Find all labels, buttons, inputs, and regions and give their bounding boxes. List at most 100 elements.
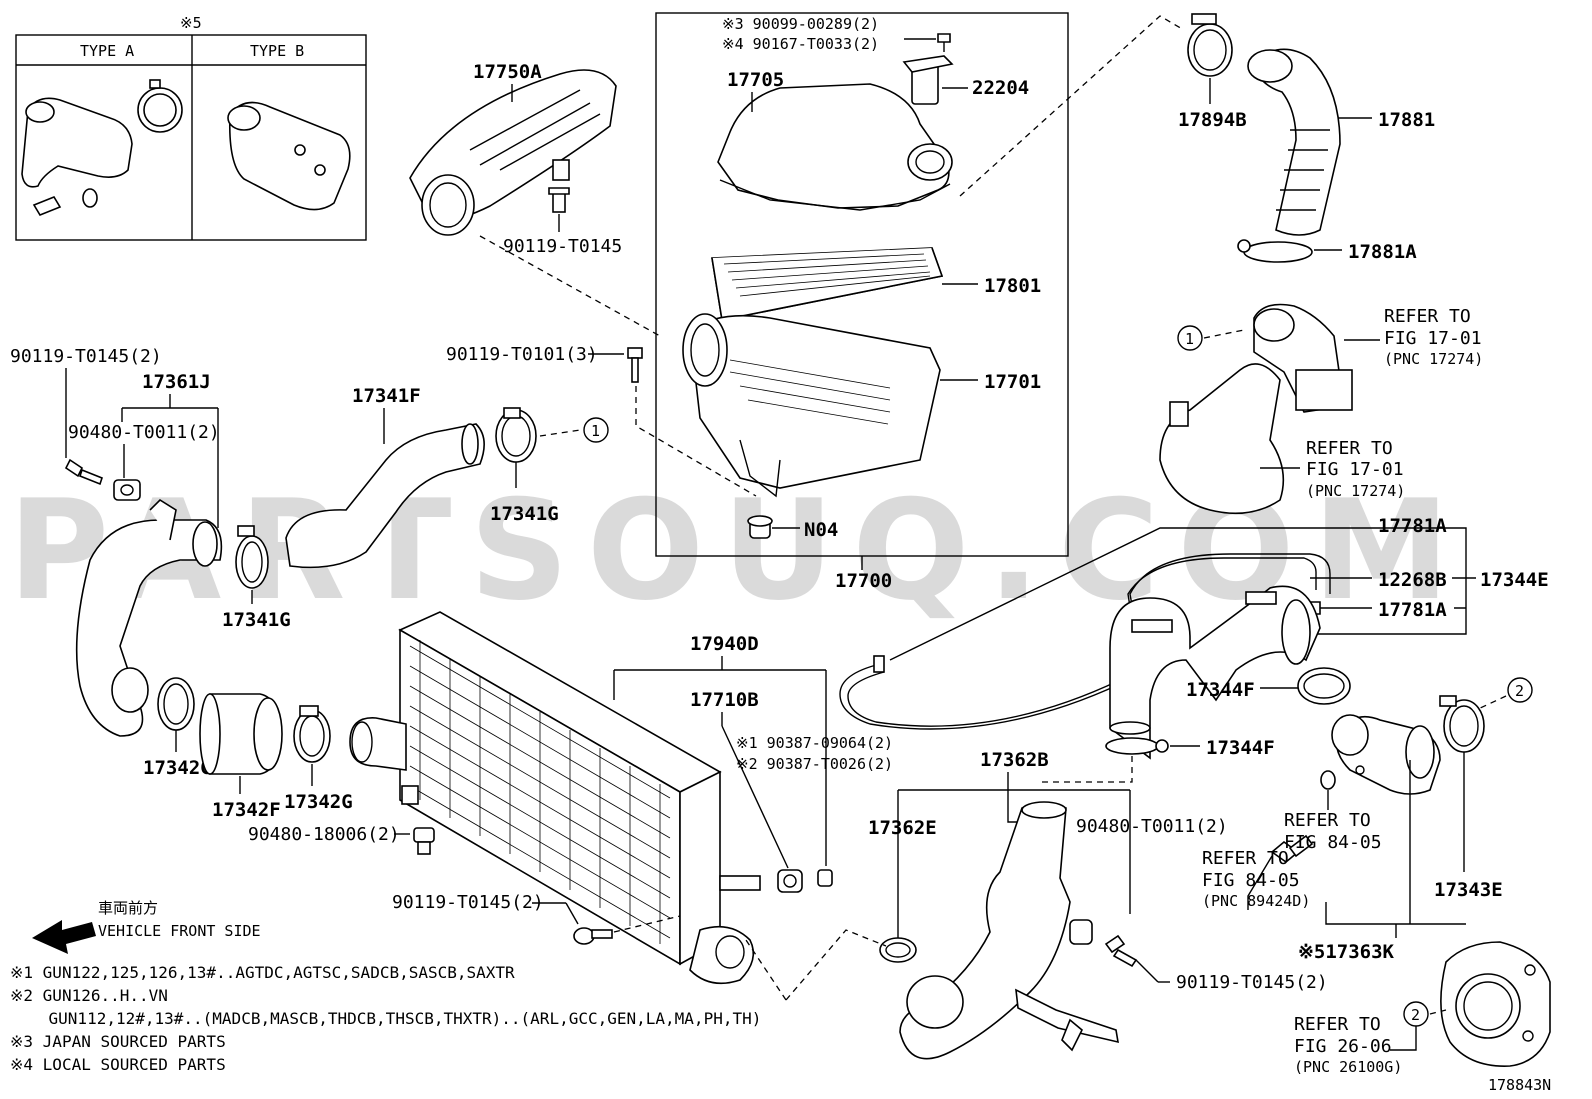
vehicle-front-arrow-icon [32, 920, 96, 954]
label-17781a-b: 17781A [1378, 599, 1447, 621]
callout-2-upper: 2 [1507, 677, 1533, 703]
type-b-throttle-elbow [227, 101, 351, 211]
throttle-elbow-lower [1159, 363, 1285, 515]
label-90119-t0145-top: 90119-T0145 [503, 236, 622, 257]
ref1-line2: FIG 17-01 [1384, 328, 1482, 349]
ref2-line3: (PNC 17274) [1306, 482, 1405, 500]
label-17342f: 17342F [212, 799, 281, 821]
mass-air-flow-sensor [902, 33, 954, 105]
label-17342g-b: 17342G [284, 791, 353, 813]
bolt-90119-t0145-mid [573, 927, 613, 945]
label-90119-t0101: 90119-T0101(3) [446, 344, 598, 365]
bolt-90119-t0145-left [64, 458, 103, 486]
label-17344f-a: 17344F [1186, 679, 1255, 701]
note-2-cont: GUN112,12#,13#..(MADCB,MASCB,THDCB,THSCB… [10, 1009, 761, 1028]
ref2-line2: FIG 17-01 [1306, 459, 1404, 480]
label-17700: 17700 [835, 570, 892, 592]
grommet-n04 [747, 515, 773, 539]
sensor-fig84-05 [1270, 834, 1314, 864]
ref1-line3: (PNC 17274) [1384, 350, 1483, 368]
label-17940d: 17940D [690, 633, 759, 655]
figure-id: 178843N [1488, 1076, 1551, 1094]
air-cleaner-case [682, 313, 941, 498]
ref5-line1: REFER TO [1294, 1014, 1381, 1035]
label-17881: 17881 [1378, 109, 1435, 131]
hose-clamp-17881a [1237, 239, 1313, 263]
hose-clamp-17894b [1187, 13, 1233, 77]
label-17801: 17801 [984, 275, 1041, 297]
ref3-line1: REFER TO [1284, 810, 1371, 831]
intercooler-hose-17344e [1109, 585, 1321, 760]
hose-clamp-17341g-b [235, 525, 269, 589]
label-90480-t0011-left: 90480-T0011(2) [68, 422, 220, 443]
ref4-line3: (PNC 89424D) [1202, 892, 1310, 910]
cushion-90480-t0011-right [1069, 919, 1093, 945]
inset-note-mark: ※5 [180, 14, 202, 32]
hose-clamp-17341g-a [495, 407, 537, 463]
label-17341g-b: 17341G [222, 609, 291, 631]
label-90099: ※3 90099-00289(2) [722, 15, 879, 33]
callout-1-left: 1 [583, 417, 609, 443]
throttle-elbow-upper [1253, 303, 1353, 413]
inset-type-a: TYPE A [80, 42, 134, 60]
bolt-90119-t0145-bottom [1104, 934, 1138, 968]
air-cleaner-hose-17881 [1247, 48, 1341, 236]
label-90167: ※4 90167-T0033(2) [722, 35, 879, 53]
label-17362e: 17362E [868, 817, 937, 839]
hose-clamp-17362e [879, 937, 917, 963]
front-en: VEHICLE FRONT SIDE [98, 922, 261, 940]
ref1-line1: REFER TO [1384, 306, 1471, 327]
label-17344e: 17344E [1480, 569, 1549, 591]
label-17344f-b: 17344F [1206, 737, 1275, 759]
label-17342g-a: 17342G [143, 757, 212, 779]
type-a-throttle-elbow [21, 79, 183, 216]
label-17362b: 17362B [980, 749, 1049, 771]
label-22204: 22204 [972, 77, 1029, 99]
label-90119-t0145-mid: 90119-T0145(2) [392, 892, 544, 913]
hose-17341f [285, 423, 485, 569]
hose-clamp-17342g-b [293, 705, 331, 763]
ref4-line2: FIG 84-05 [1202, 870, 1300, 891]
note-1: ※1 GUN122,125,126,13#..AGTDC,AGTSC,SADCB… [10, 963, 515, 982]
label-90387-09064: ※1 90387-09064(2) [736, 734, 893, 752]
front-jp: 車両前方 [98, 899, 158, 917]
ref5-line3: (PNC 26100G) [1294, 1058, 1402, 1076]
label-n04: N04 [804, 519, 838, 541]
intercooler-pipe-17362b [899, 801, 1119, 1060]
callout-1-right: 1 [1177, 325, 1203, 351]
label-17361j: 17361J [142, 371, 211, 393]
throttle-body [1440, 941, 1551, 1067]
air-filter-element [711, 247, 944, 321]
svg-text:2: 2 [1515, 682, 1524, 700]
air-cleaner-cap [717, 83, 953, 211]
note-3: ※3 JAPAN SOURCED PARTS [10, 1032, 226, 1051]
air-inlet-duct [409, 69, 617, 236]
label-17341f: 17341F [352, 385, 421, 407]
label-90387-t0026: ※2 90387-T0026(2) [736, 755, 893, 773]
callout-2-lower: 2 [1403, 1001, 1429, 1027]
label-17705: 17705 [727, 69, 784, 91]
hose-clamp-17342g-a [157, 677, 195, 731]
gasket-fig84-05 [1320, 770, 1336, 790]
label-17781a-a: 17781A [1378, 515, 1447, 537]
label-17343e: 17343E [1434, 879, 1503, 901]
svg-text:2: 2 [1411, 1006, 1420, 1024]
hose-clamp-17344f-b [1105, 737, 1169, 755]
label-17894b: 17894B [1178, 109, 1247, 131]
cushion-90480-18006 [413, 827, 435, 855]
svg-text:1: 1 [591, 422, 600, 440]
hose-clamp-17344f-a [1297, 667, 1351, 705]
label-17701: 17701 [984, 371, 1041, 393]
label-17881a: 17881A [1348, 241, 1417, 263]
ref5-line2: FIG 26-06 [1294, 1036, 1392, 1057]
ref3-line2: FIG 84-05 [1284, 832, 1382, 853]
intercooler-pipe-17361j [75, 498, 223, 737]
label-12268b: 12268B [1378, 569, 1447, 591]
hose-17342f [199, 693, 283, 775]
ref4-line1: REFER TO [1202, 848, 1289, 869]
label-17750a: 17750A [473, 61, 542, 83]
cushion-90480-t0011-left [113, 479, 141, 501]
bolt-90119-t0145-top [548, 187, 570, 213]
ref2-line1: REFER TO [1306, 438, 1393, 459]
